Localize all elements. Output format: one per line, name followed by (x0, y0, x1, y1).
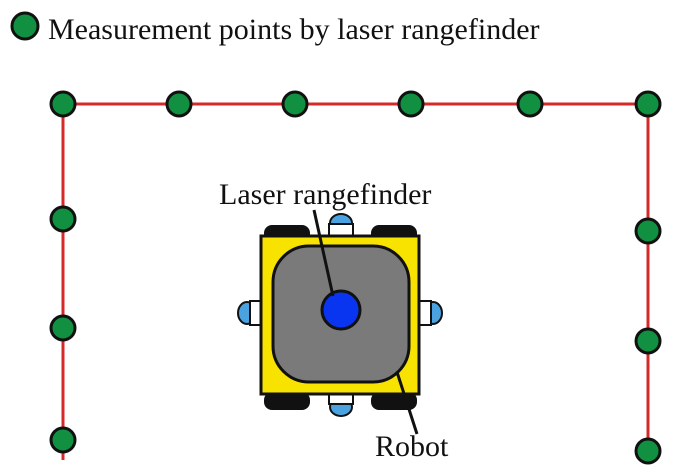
caster-mount-top (328, 223, 354, 237)
measurement-points (49, 90, 662, 465)
legend-text: Measurement points by laser rangefinder (48, 13, 540, 46)
laser-rangefinder-leader-line (312, 209, 335, 297)
measurement-point (634, 327, 662, 355)
measurement-point (49, 314, 77, 342)
measurement-point (49, 205, 77, 233)
legend: Measurement points by laser rangefinder (10, 11, 540, 46)
robot-leader-line (395, 371, 419, 435)
measurement-point (397, 90, 425, 118)
measurement-point (165, 90, 193, 118)
robot-label: Robot (375, 430, 449, 463)
laser-rangefinder-sensor-icon (320, 289, 362, 331)
caster-mount-right (418, 300, 432, 326)
measurement-point (516, 90, 544, 118)
measurement-point (281, 90, 309, 118)
wall-line (61, 102, 650, 460)
robot (237, 213, 443, 417)
measurement-point (634, 90, 662, 118)
measurement-point (49, 426, 77, 454)
wheel-rear-left (264, 392, 310, 410)
laser-rangefinder-label: Laser rangefinder (219, 178, 431, 211)
measurement-point (49, 90, 77, 118)
legend-marker-icon (10, 11, 40, 41)
measurement-point (634, 217, 662, 245)
wall-boundary (61, 102, 650, 460)
measurement-point (634, 437, 662, 465)
